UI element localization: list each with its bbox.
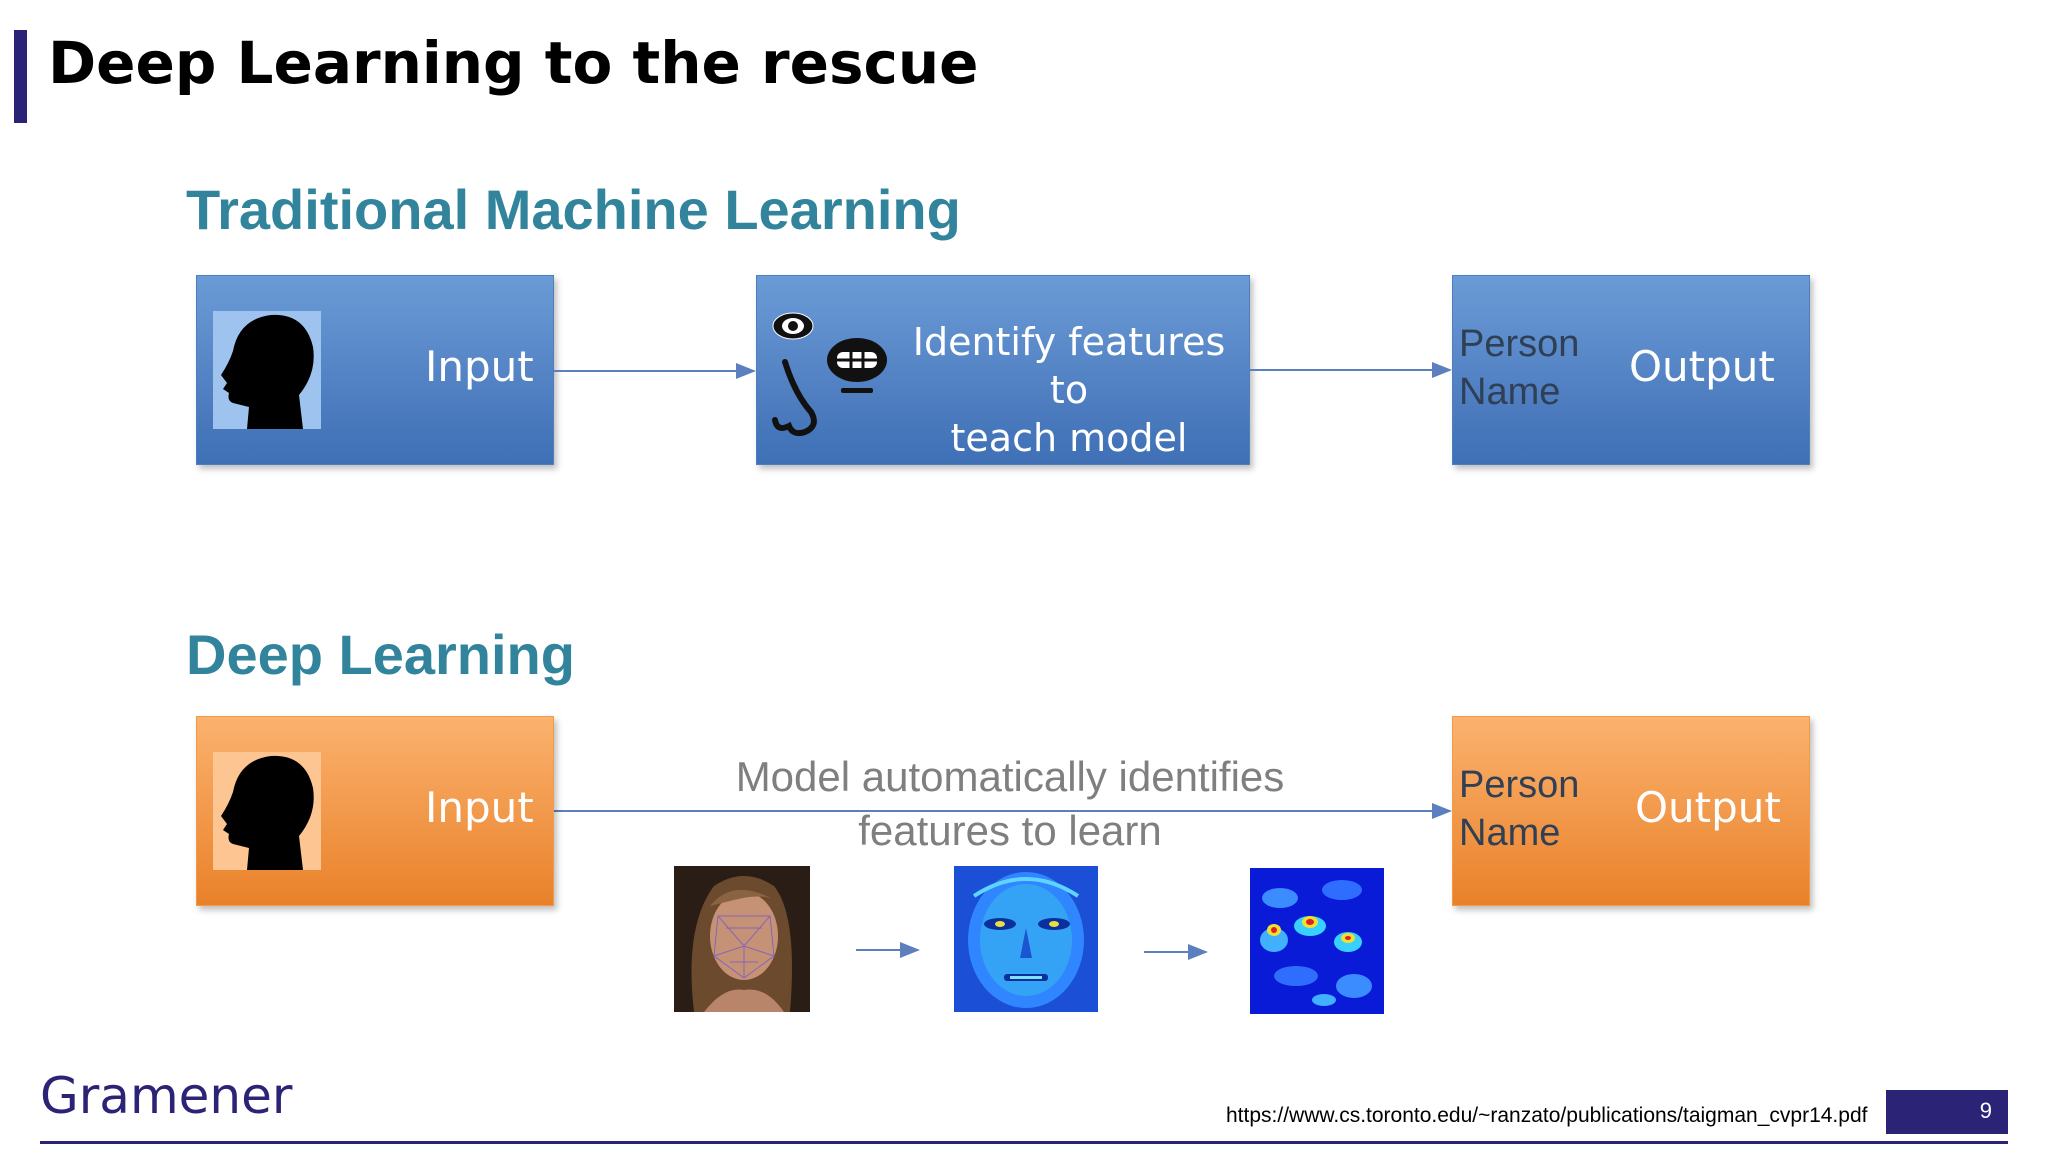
head-silhouette-icon — [213, 311, 321, 429]
face-feature-map-image — [954, 866, 1098, 1012]
traditional-features-box: Identify features to teach model — [756, 275, 1250, 465]
page-number: 9 — [1979, 1098, 1992, 1123]
traditional-input-label: Input — [425, 342, 534, 391]
face-photo-image — [674, 866, 810, 1012]
traditional-person-name: Person Name — [1459, 323, 1580, 413]
deep-input-box: Input — [196, 716, 554, 906]
traditional-output-box: Person Name Output — [1452, 275, 1810, 465]
traditional-input-box: Input — [196, 275, 554, 465]
deep-person-name: Person Name — [1459, 764, 1580, 854]
traditional-output-label: Output — [1629, 342, 1775, 391]
page-number-box: 9 — [1886, 1090, 2008, 1134]
deep-output-box: Person Name Output — [1452, 716, 1810, 906]
head-silhouette-icon — [213, 752, 321, 870]
deep-input-label: Input — [425, 783, 534, 832]
face-features-icon — [772, 312, 887, 437]
traditional-ml-heading: Traditional Machine Learning — [186, 178, 961, 241]
title-accent-bar — [14, 30, 27, 123]
deep-learning-heading: Deep Learning — [186, 623, 575, 686]
source-url-link[interactable]: https://www.cs.toronto.edu/~ranzato/publ… — [1226, 1104, 1868, 1127]
deep-output-label: Output — [1635, 783, 1781, 832]
footer-brand-logo: Gramener — [40, 1067, 293, 1125]
slide-title: Deep Learning to the rescue — [48, 29, 979, 97]
activation-heatmap-image — [1250, 868, 1384, 1014]
deep-auto-features-text: Model automatically identifies features … — [735, 753, 1285, 854]
traditional-features-text: Identify features to teach model — [912, 320, 1226, 460]
footer-divider — [40, 1141, 2008, 1144]
